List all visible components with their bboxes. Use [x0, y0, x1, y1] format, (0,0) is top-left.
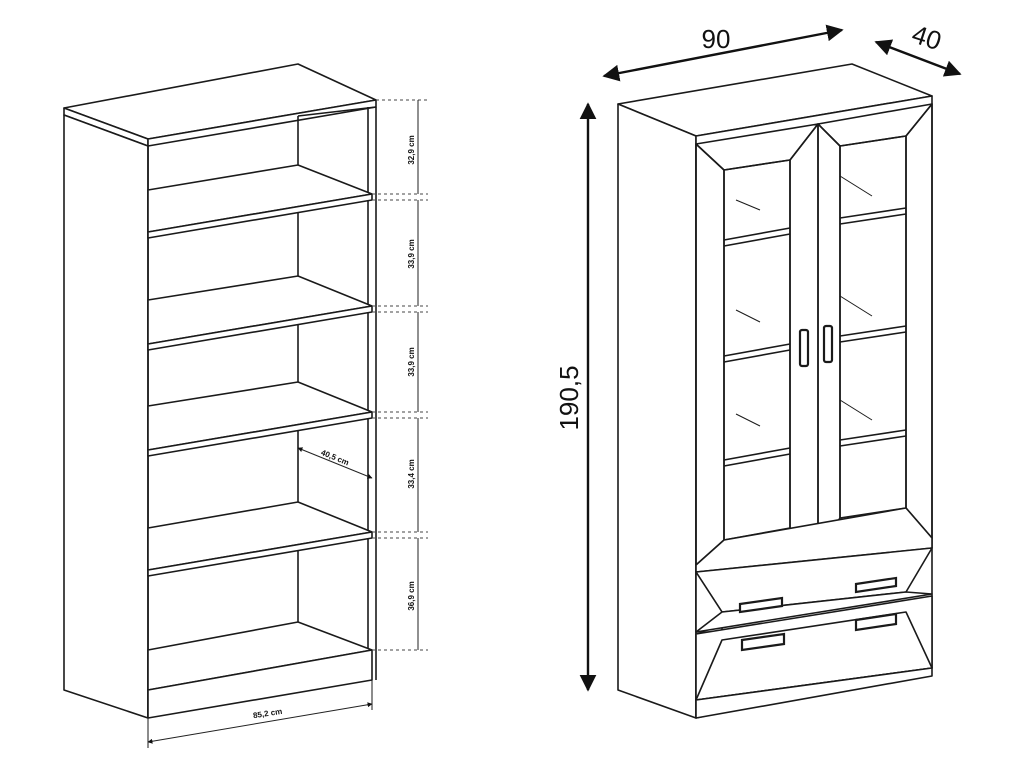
- cabinet-height-label: 190,5: [554, 365, 584, 430]
- shelf-height-label-3: 33,9 cm: [407, 347, 416, 376]
- shelf-2: [147, 275, 373, 345]
- drawer-1-handle-left: [738, 596, 784, 614]
- open-bookcase: 32,9 cm 33,9 cm 33,9 cm 33,4 cm 36,9 cm …: [63, 63, 428, 748]
- right-door-handle: [822, 324, 834, 364]
- bookcase-shelves: [147, 164, 373, 719]
- drawer-2-handle-right: [854, 612, 898, 632]
- cabinet-depth-label: 40: [908, 19, 945, 56]
- cabinet-left-side: [617, 103, 697, 719]
- depth-dimension-line: [297, 447, 373, 479]
- left-door-handle: [798, 328, 810, 368]
- shelf-height-label-2: 33,9 cm: [407, 239, 416, 268]
- shelf-3: [147, 381, 373, 451]
- bookcase-back-top: [297, 106, 377, 117]
- bookcase-dimension-guides: [372, 99, 428, 651]
- cabinet-width-label: 90: [702, 24, 731, 54]
- width-label: 85,2 cm: [252, 707, 282, 720]
- glass-cabinet: 90 40 190,5: [554, 19, 962, 719]
- shelf-height-label-5: 36,9 cm: [407, 581, 416, 610]
- drawer-1-front: [695, 591, 933, 633]
- cabinet-depth-arrow: [874, 39, 962, 77]
- width-dimension-line: [147, 702, 373, 744]
- cabinet-width-arrow: [602, 24, 844, 82]
- bookcase-left-panel: [63, 114, 149, 719]
- cabinet-plinth: [695, 667, 933, 719]
- shelf-height-label-4: 33,4 cm: [407, 459, 416, 488]
- drawer-1-handle-right: [854, 576, 898, 594]
- depth-label: 40,5 cm: [320, 448, 351, 467]
- shelf-4: [147, 501, 373, 571]
- shelf-1: [147, 164, 373, 233]
- shelf-height-label-1: 32,9 cm: [407, 135, 416, 164]
- drawer-2-handle-left: [740, 632, 786, 652]
